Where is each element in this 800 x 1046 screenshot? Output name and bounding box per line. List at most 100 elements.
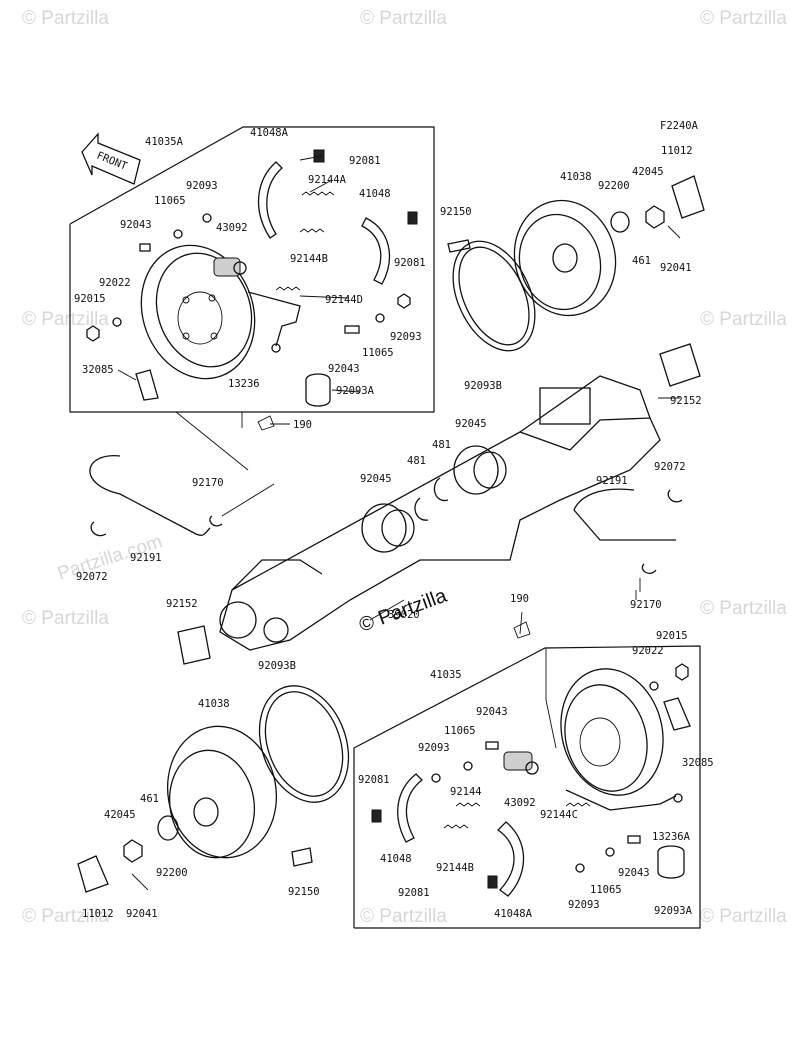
callout-92081: 92081 [394,257,426,269]
front-arrow-icon: FRONT [81,132,141,185]
callout-11012: 11012 [82,908,114,920]
callout-41035: 41035 [430,669,462,681]
seal-92093A [305,373,331,407]
watermark: © Partzilla [22,608,109,629]
callout-41048A: 41048A [250,127,289,139]
callout-461: 461 [632,255,651,267]
lever-pin [673,793,683,803]
callout-41048: 41048 [359,188,391,200]
nut [397,293,411,309]
callout-92144A: 92144A [308,174,347,186]
washer [431,773,441,783]
wheel-cylinder-top [213,257,247,277]
callout-92191: 92191 [596,475,628,487]
callout-41035A: 41035A [145,136,184,148]
callout-92093B: 92093B [258,660,296,672]
washer [173,229,183,239]
hub-cap-11012 [77,855,109,893]
washer [463,761,473,771]
callout-92144B: 92144B [290,253,328,265]
callout-11065: 11065 [444,725,476,737]
backing-plate-bottom [560,668,664,796]
callout-42045: 42045 [632,166,664,178]
brake-shoe-top-a [257,161,283,239]
watermark: © Partzilla [22,8,109,29]
lever-pin [271,343,281,353]
clip-32085 [663,697,691,731]
return-spring [275,286,301,291]
callout-41038: 41038 [198,698,230,710]
wheel-cylinder-bottom [503,751,539,775]
nut [86,325,100,342]
callout-92144D: 92144D [325,294,363,306]
callout-92015: 92015 [74,293,106,305]
callout-42045: 42045 [104,809,136,821]
watermark: © Partzilla [700,906,787,927]
spacer-92152-bottom [177,625,211,665]
callout-461: 461 [140,793,159,805]
callout-92200: 92200 [598,180,630,192]
brake-drum-bottom [166,725,278,859]
callout-92022: 92022 [99,277,131,289]
callout-92144C: 92144C [540,809,578,821]
brake-shoe-bottom-b [496,821,525,897]
callout-92022: 92022 [632,645,664,657]
clip-32085 [135,369,159,401]
watermark: © Partzilla [700,309,787,330]
callout-92043: 92043 [476,706,508,718]
watermark: © Partzilla [700,8,787,29]
seal-92093A [657,845,685,879]
callout-41048A: 41048A [494,908,533,920]
callout-92041: 92041 [660,262,692,274]
leader-lines [117,155,680,749]
brake-drum-top [513,199,617,317]
callout-92045: 92045 [455,418,487,430]
circlip-481 [414,497,429,521]
watermark: © Partzilla [360,8,447,29]
washer-92200 [610,211,630,233]
callout-11012: 11012 [661,145,693,157]
brake-shoe-top-b [361,217,390,285]
brake-assembly-box-bottom [353,645,701,929]
callout-41048: 41048 [380,853,412,865]
brake-shoe-bottom-a [397,773,423,843]
hose-clamp-92170 [209,515,223,527]
callout-43092: 43092 [216,222,248,234]
callout-92093: 92093 [418,742,450,754]
nut-42045 [123,839,143,863]
return-spring [443,824,469,829]
callout-92081: 92081 [349,155,381,167]
callout-92170: 92170 [630,599,662,611]
callout-32085: 32085 [682,757,714,769]
pin [485,741,499,750]
callout-92093A: 92093A [336,385,375,397]
callout-13236: 13236 [228,378,260,390]
return-spring [301,191,335,196]
washer [112,317,122,327]
washer [202,213,212,223]
axle-housing [219,375,661,651]
callout-11065: 11065 [590,884,622,896]
callout-92150: 92150 [440,206,472,218]
washer-92200 [157,815,179,841]
watermark: © Partzilla [22,906,109,927]
return-spring [299,228,325,233]
callout-92093: 92093 [186,180,218,192]
callout-92043: 92043 [328,363,360,375]
watermark-layer: © Partzilla © Partzilla © Partzilla © Pa… [22,8,787,927]
watermark: © Partzilla [700,598,787,619]
bolt-190 [513,621,531,639]
pin [139,243,151,252]
callout-41038: 41038 [560,171,592,183]
circlip-481 [433,477,449,502]
callout-92144: 92144 [450,786,482,798]
bearing-92045-b [361,503,415,553]
cotter-pin-92041 [131,873,149,891]
callout-190: 190 [510,593,529,605]
callout-32085: 32085 [82,364,114,376]
backing-plate-top [140,244,256,380]
callout-92150: 92150 [288,886,320,898]
callout-92081: 92081 [358,774,390,786]
oil-seal-92093B-bottom [258,685,350,803]
shoe-clip [313,149,325,163]
